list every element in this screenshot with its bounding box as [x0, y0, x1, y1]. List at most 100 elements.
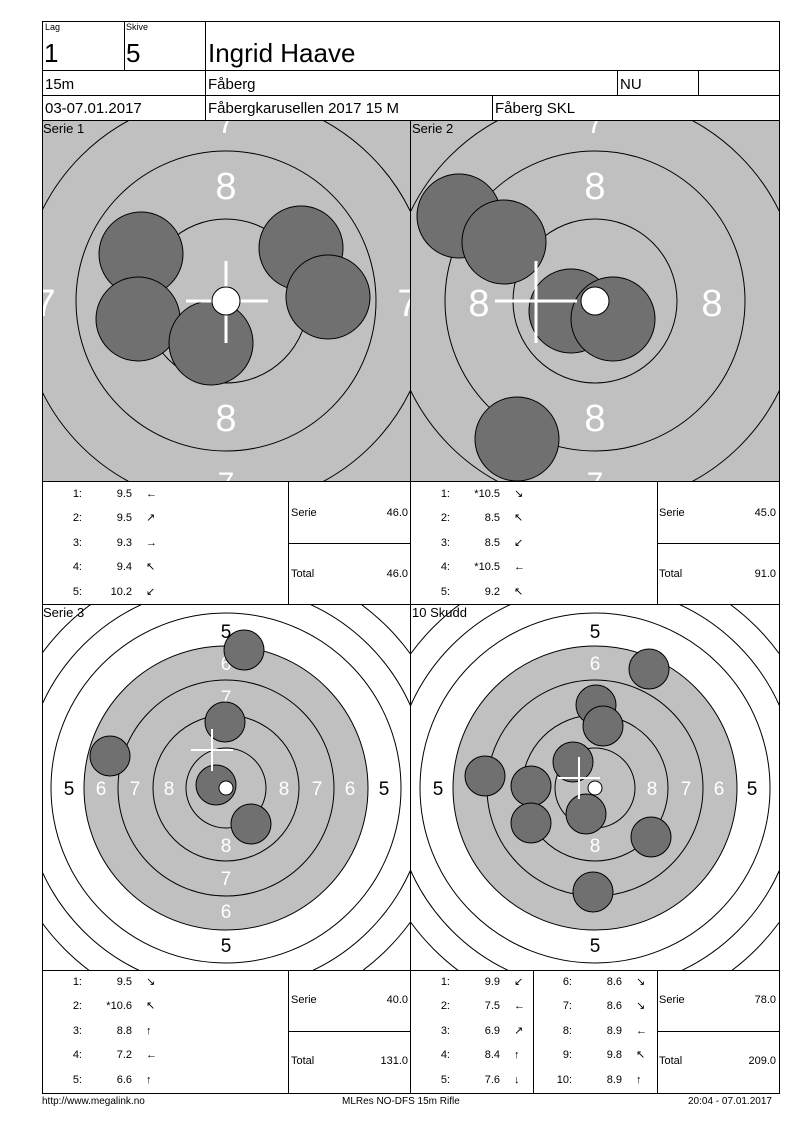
shot-direction-arrow-icon: ↗	[514, 1024, 524, 1037]
ring-label-6-left: 6	[96, 779, 107, 800]
shot-number: 3:	[72, 1024, 82, 1037]
shot-score: 6.6	[116, 1073, 132, 1086]
distance-value: 15m	[45, 76, 75, 93]
shot-row: 3:8.8↑	[56, 1023, 176, 1039]
serie-1-serie-label: Serie	[291, 507, 317, 519]
shot-row: 2:9.5↗	[56, 510, 176, 526]
club-cell	[205, 70, 618, 96]
shot-score: 9.8	[606, 1049, 622, 1062]
10-skudd-serie-label: Serie	[659, 994, 685, 1006]
target-serie-1: 8 8 7 7 7 7	[42, 120, 411, 482]
ring-label-5-top: 5	[221, 622, 232, 643]
serie-3-serie-label: Serie	[291, 994, 317, 1006]
shot-number: 3:	[72, 536, 82, 549]
shot-number: 1:	[72, 976, 82, 988]
shot-score: 8.9	[606, 1024, 622, 1037]
club-value: Fåberg	[208, 76, 256, 93]
shot-score: 9.5	[116, 488, 132, 500]
ring-label-8-top: 8	[215, 166, 236, 208]
ring-label-8-bottom: 8	[221, 836, 232, 857]
skive-label: Skive	[126, 22, 149, 32]
shot-row: 3: 9.3 →	[56, 535, 176, 551]
ring-label-8-right: 8	[701, 283, 722, 325]
footer-url[interactable]: http://www.megalink.no	[42, 1096, 145, 1107]
shot-direction-arrow-icon: ↖	[514, 585, 524, 598]
ring-label-8-left: 8	[468, 283, 489, 325]
shot-direction-arrow-icon: ↘	[514, 488, 524, 500]
shot-row: 10:8.9↑	[546, 1072, 666, 1088]
ring-label-5-bottom: 5	[221, 936, 232, 957]
10-skudd-total-value: 209.0	[748, 1055, 776, 1067]
shot-direction-arrow-icon: ↘	[636, 1000, 646, 1013]
shot-direction-arrow-icon: →	[146, 536, 157, 549]
shot-direction-arrow-icon: ↗	[146, 512, 156, 525]
ring-label-7-left: 7	[43, 283, 56, 325]
shot-row: 4:*10.5←	[424, 559, 544, 575]
ring-label-8-right: 8	[647, 779, 658, 800]
shot-row: 2:7.5←	[424, 998, 544, 1014]
shot-number: 2:	[72, 512, 82, 525]
ring-label-8-bottom: 8	[584, 398, 605, 440]
shot-row: 3:8.5↙	[424, 535, 544, 551]
shot-row: 4:7.2←	[56, 1047, 176, 1063]
shot-row: 4:9.4↖	[56, 559, 176, 575]
ring-label-7-right: 7	[397, 283, 410, 325]
shot-direction-arrow-icon: ↖	[636, 1049, 646, 1062]
10-skudd-serie-value: 78.0	[754, 994, 776, 1006]
ring-label-8-right: 8	[279, 779, 290, 800]
shot-row: 9: 9.8 ↖	[546, 1047, 666, 1063]
shot-score: 6.9	[484, 1024, 500, 1037]
target-10-skudd: 5 5 5 5 6 6 7 8 8	[410, 604, 780, 971]
serie-2-total-value: 91.0	[754, 568, 776, 580]
target-serie-1-svg: 8 8 7 7 7 7	[43, 121, 410, 481]
shot-direction-arrow-icon: ←	[636, 1024, 647, 1037]
target-10-skudd-svg: 5 5 5 5 6 6 7 8 8	[411, 605, 779, 970]
serie-2-serie-value: 45.0	[754, 507, 776, 519]
ring-label-6-right: 6	[714, 779, 725, 800]
ring-label-5-left: 5	[433, 779, 444, 800]
shot-row: 1:9.9↙	[424, 974, 544, 990]
shot-direction-arrow-icon: ←	[146, 488, 157, 500]
shot-number: 3:	[440, 536, 450, 549]
summary-panel-4	[657, 970, 780, 1094]
shot-direction-arrow-icon: ↖	[514, 512, 524, 525]
shot-score: *10.5	[474, 488, 500, 500]
shot-direction-arrow-icon: ↙	[146, 585, 156, 598]
ring-label-8-top: 8	[584, 166, 605, 208]
footer-app: MLRes NO-DFS 15m Rifle	[342, 1096, 460, 1107]
organizer-value: Fåberg SKL	[495, 100, 576, 117]
shot-score: 7.2	[116, 1049, 132, 1062]
ring-label-5-right: 5	[379, 779, 390, 800]
ring-label-6-right: 6	[345, 779, 356, 800]
shot-row: 3: 6.9 ↗	[424, 1023, 544, 1039]
shot-score: *10.6	[106, 1000, 132, 1013]
shot-number: 9:	[562, 1049, 572, 1062]
shot-direction-arrow-icon: ↑	[146, 1073, 152, 1086]
ring-label-5-top: 5	[590, 622, 601, 643]
shot-direction-arrow-icon: ←	[514, 1000, 525, 1013]
shot-number: 6:	[562, 976, 572, 988]
skive-value: 5	[126, 38, 141, 68]
empty-cell	[698, 70, 780, 96]
shot-score: 9.3	[116, 536, 132, 549]
10-skudd-total-label: Total	[659, 1055, 683, 1067]
shot-number: 5:	[440, 585, 450, 598]
serie-2-label: Serie 2	[412, 121, 454, 136]
ring-label-6-bottom: 6	[221, 902, 232, 923]
target-serie-2-svg: 8 8 8 8 7 7	[411, 121, 779, 481]
ring-label-6-top: 6	[590, 654, 601, 675]
shot-number: 3:	[440, 1024, 450, 1037]
shot-number: 1:	[72, 488, 82, 500]
shot-direction-arrow-icon: ↘	[636, 976, 646, 988]
shot-score: 8.4	[484, 1049, 500, 1062]
shot-direction-arrow-icon: ↑	[146, 1024, 152, 1037]
shot-row: 2:*10.6↖	[56, 998, 176, 1014]
shot-score: 8.9	[606, 1073, 622, 1086]
target-serie-3: 5 5 5 5 6 6 6 6 7 7 7 7 8 8 8 8	[42, 604, 411, 971]
summary-panel-3	[288, 970, 411, 1094]
ring-label-7-top: 7	[221, 688, 232, 709]
serie-1-label: Serie 1	[43, 121, 85, 136]
ring-label-8-bottom: 8	[215, 398, 236, 440]
serie-3-total-label: Total	[291, 1055, 315, 1067]
shot-number: 4:	[72, 561, 82, 574]
